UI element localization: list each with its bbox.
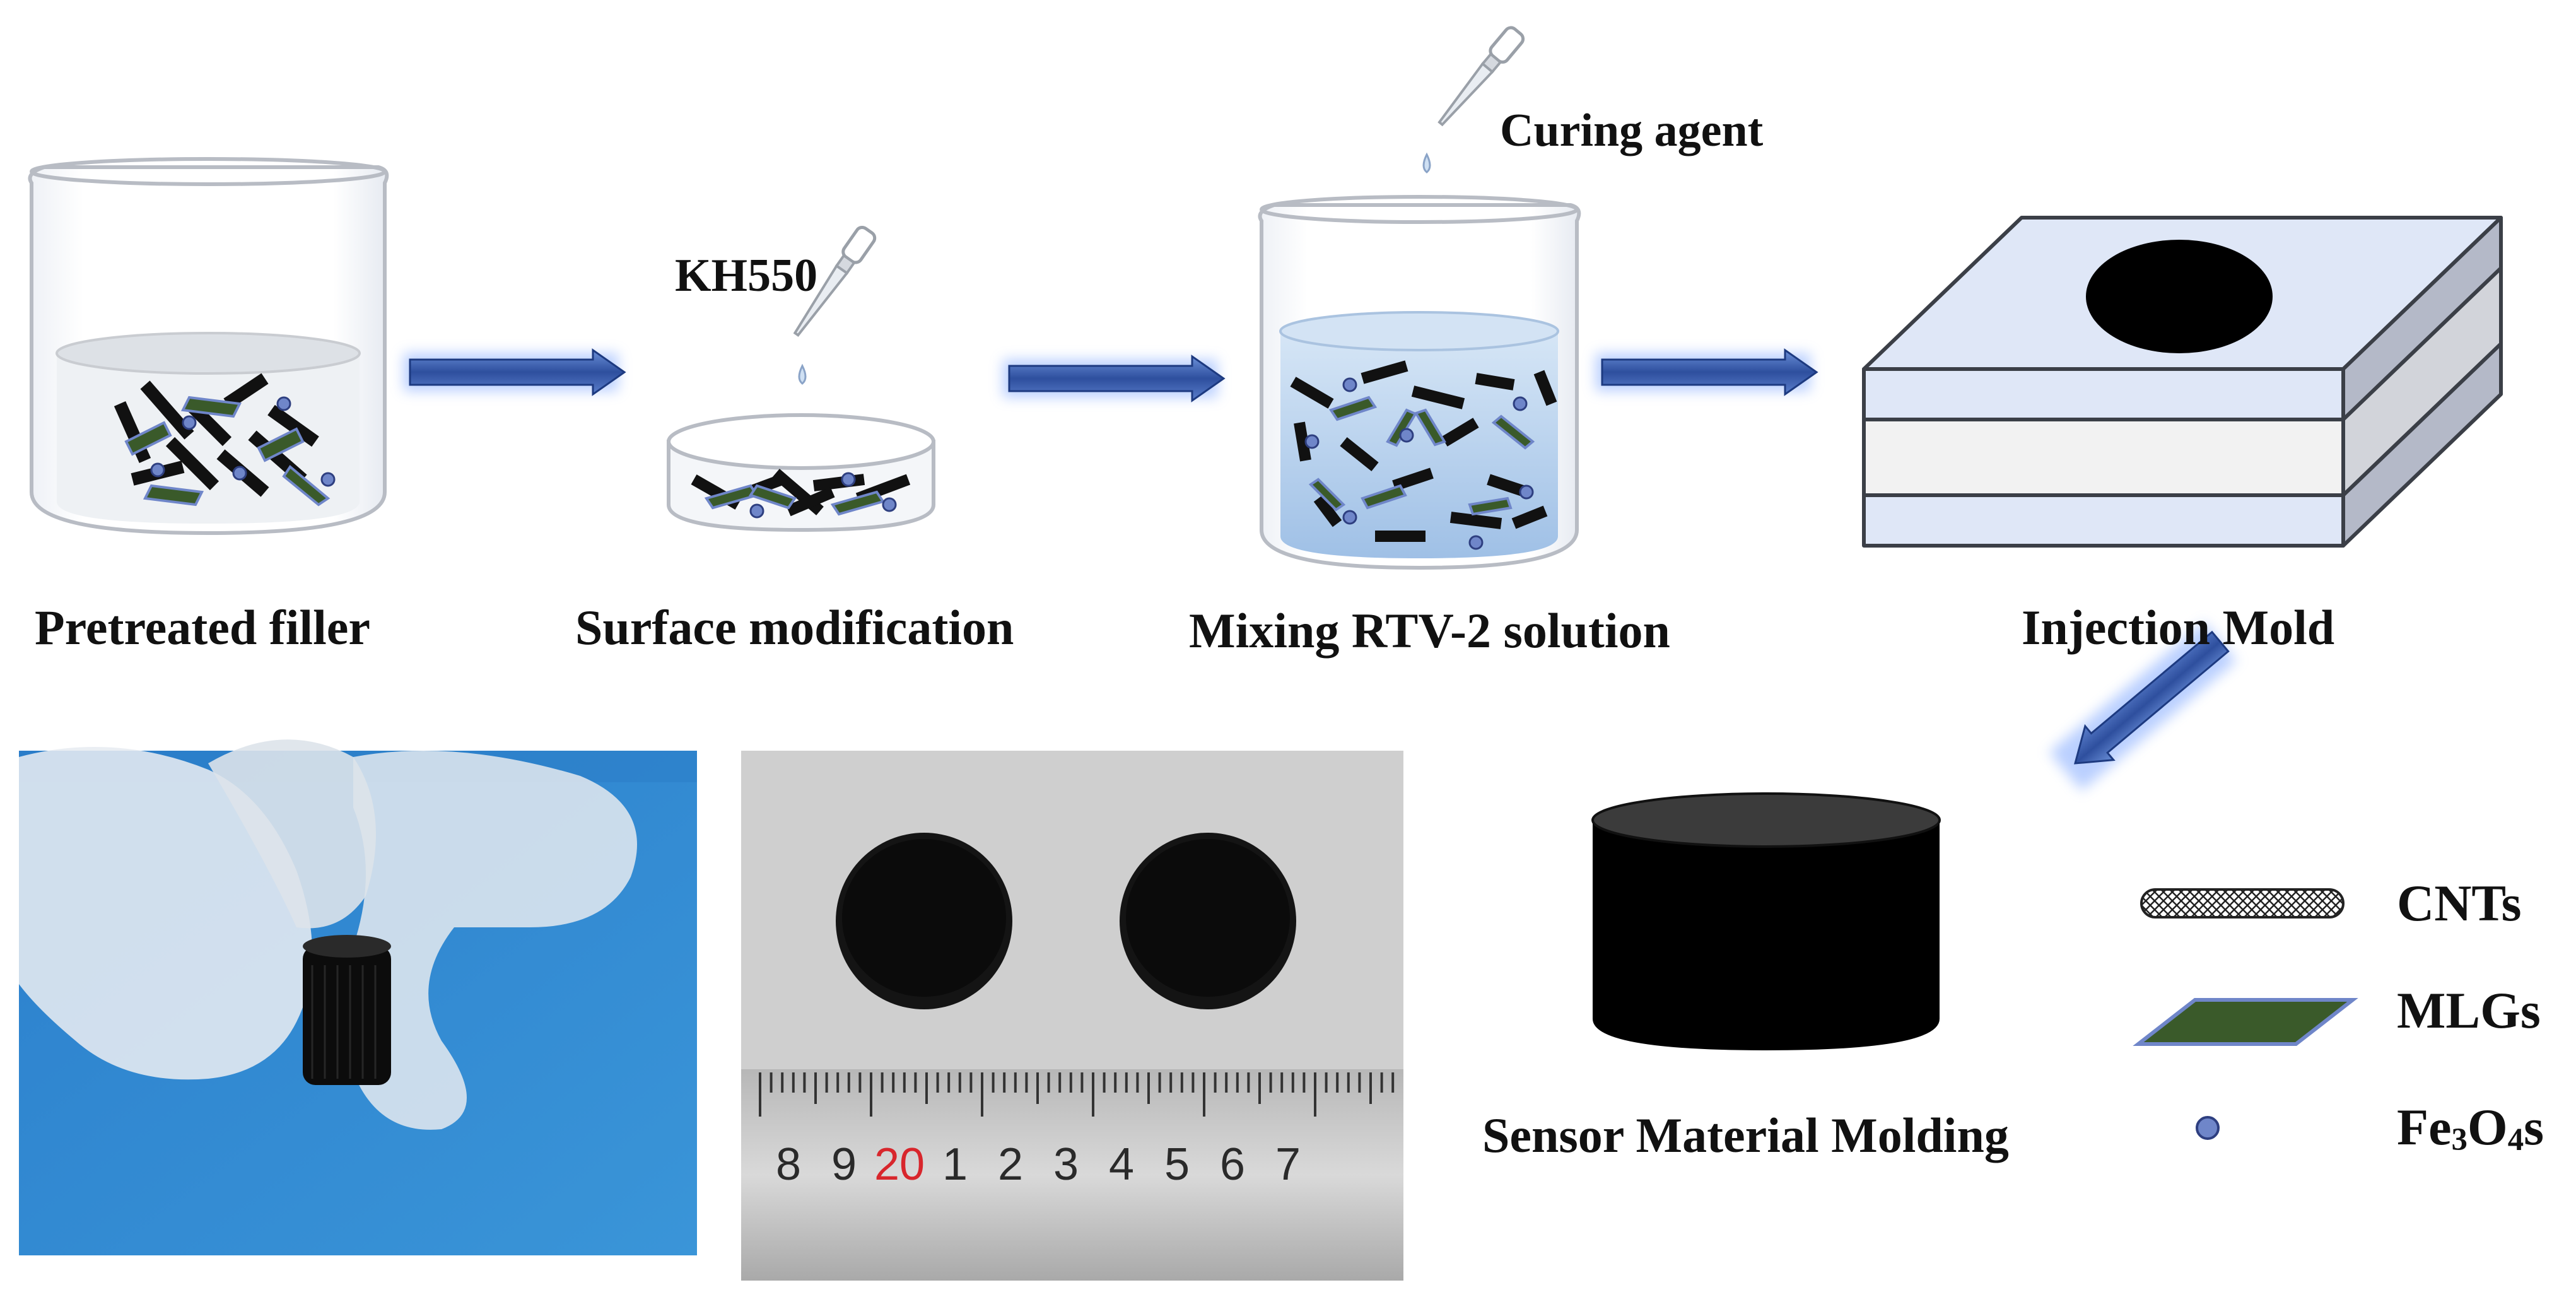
flow-arrow-3 xyxy=(1596,348,1818,396)
ruler-numeral: 6 xyxy=(1220,1139,1245,1190)
ruler-numeral: 4 xyxy=(1109,1139,1134,1190)
ruler-numeral: 3 xyxy=(1053,1139,1079,1190)
petri-dish xyxy=(667,413,935,532)
label-pretreated-filler: Pretreated filler xyxy=(35,600,370,655)
label-kh550: KH550 xyxy=(675,250,818,302)
label-sensor-material-molding: Sensor Material Molding xyxy=(1482,1108,2009,1163)
flow-arrow-2 xyxy=(1003,355,1226,402)
dropper-curing xyxy=(1422,26,1525,173)
dropper-kh550 xyxy=(793,225,877,385)
flow-arrow-4 xyxy=(2049,622,2237,791)
ruler-numeral: 1 xyxy=(942,1139,968,1190)
legend-cnt-icon xyxy=(2140,888,2345,918)
ruler-graduations xyxy=(759,1072,1395,1117)
ruler-numeral: 2 xyxy=(998,1139,1023,1190)
legend-mlg-label: MLGs xyxy=(2397,982,2541,1039)
label-curing-agent: Curing agent xyxy=(1500,105,1764,156)
legend-cnt-label: CNTs xyxy=(2397,874,2522,932)
photo-hand-sample xyxy=(19,739,697,1255)
legend-fe3o4-label: Fe3O4s xyxy=(2397,1098,2544,1158)
ruler-numeral: 9 xyxy=(831,1139,857,1190)
label-mixing-rtv2: Mixing RTV-2 solution xyxy=(1189,603,1670,658)
ruler-numeral: 7 xyxy=(1275,1139,1301,1190)
legend-fe-icon xyxy=(2196,1116,2220,1140)
flow-arrow-1 xyxy=(404,348,626,396)
ruler-numeral: 20 xyxy=(874,1139,925,1190)
filler-cluster-pretreated xyxy=(114,373,336,507)
label-injection-mold: Injection Mold xyxy=(2022,600,2335,655)
ruler-numeral: 8 xyxy=(776,1139,801,1190)
label-surface-modification: Surface modification xyxy=(575,600,1014,655)
beaker-mixing xyxy=(1258,195,1581,570)
ruler-numeral: 5 xyxy=(1164,1139,1190,1190)
legend-mlg-icon xyxy=(2133,998,2358,1046)
injection-mold xyxy=(1862,216,2503,548)
sensor-cylinder xyxy=(1591,792,1941,1050)
